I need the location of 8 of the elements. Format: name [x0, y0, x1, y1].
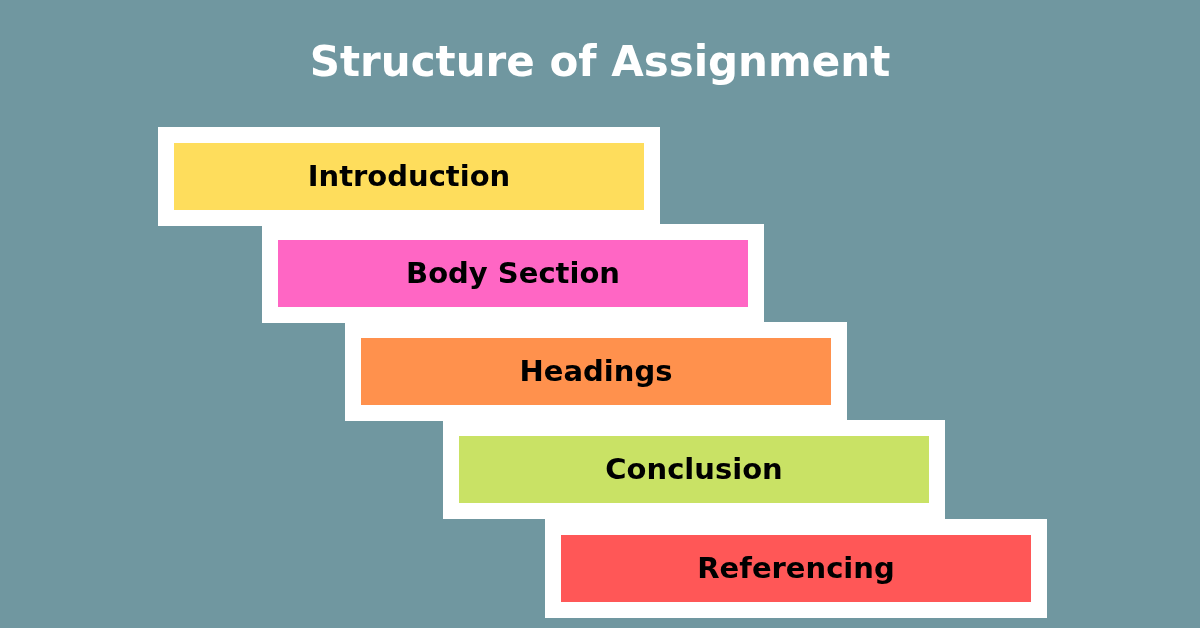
- step-label: Conclusion: [605, 450, 783, 488]
- step-label: Body Section: [406, 254, 620, 292]
- step-label: Referencing: [697, 549, 895, 587]
- step-box: [158, 127, 660, 226]
- step-box: [545, 519, 1047, 618]
- step-label: Introduction: [307, 157, 511, 195]
- step-label: Headings: [519, 352, 673, 390]
- title: Structure of Assignment: [309, 36, 891, 88]
